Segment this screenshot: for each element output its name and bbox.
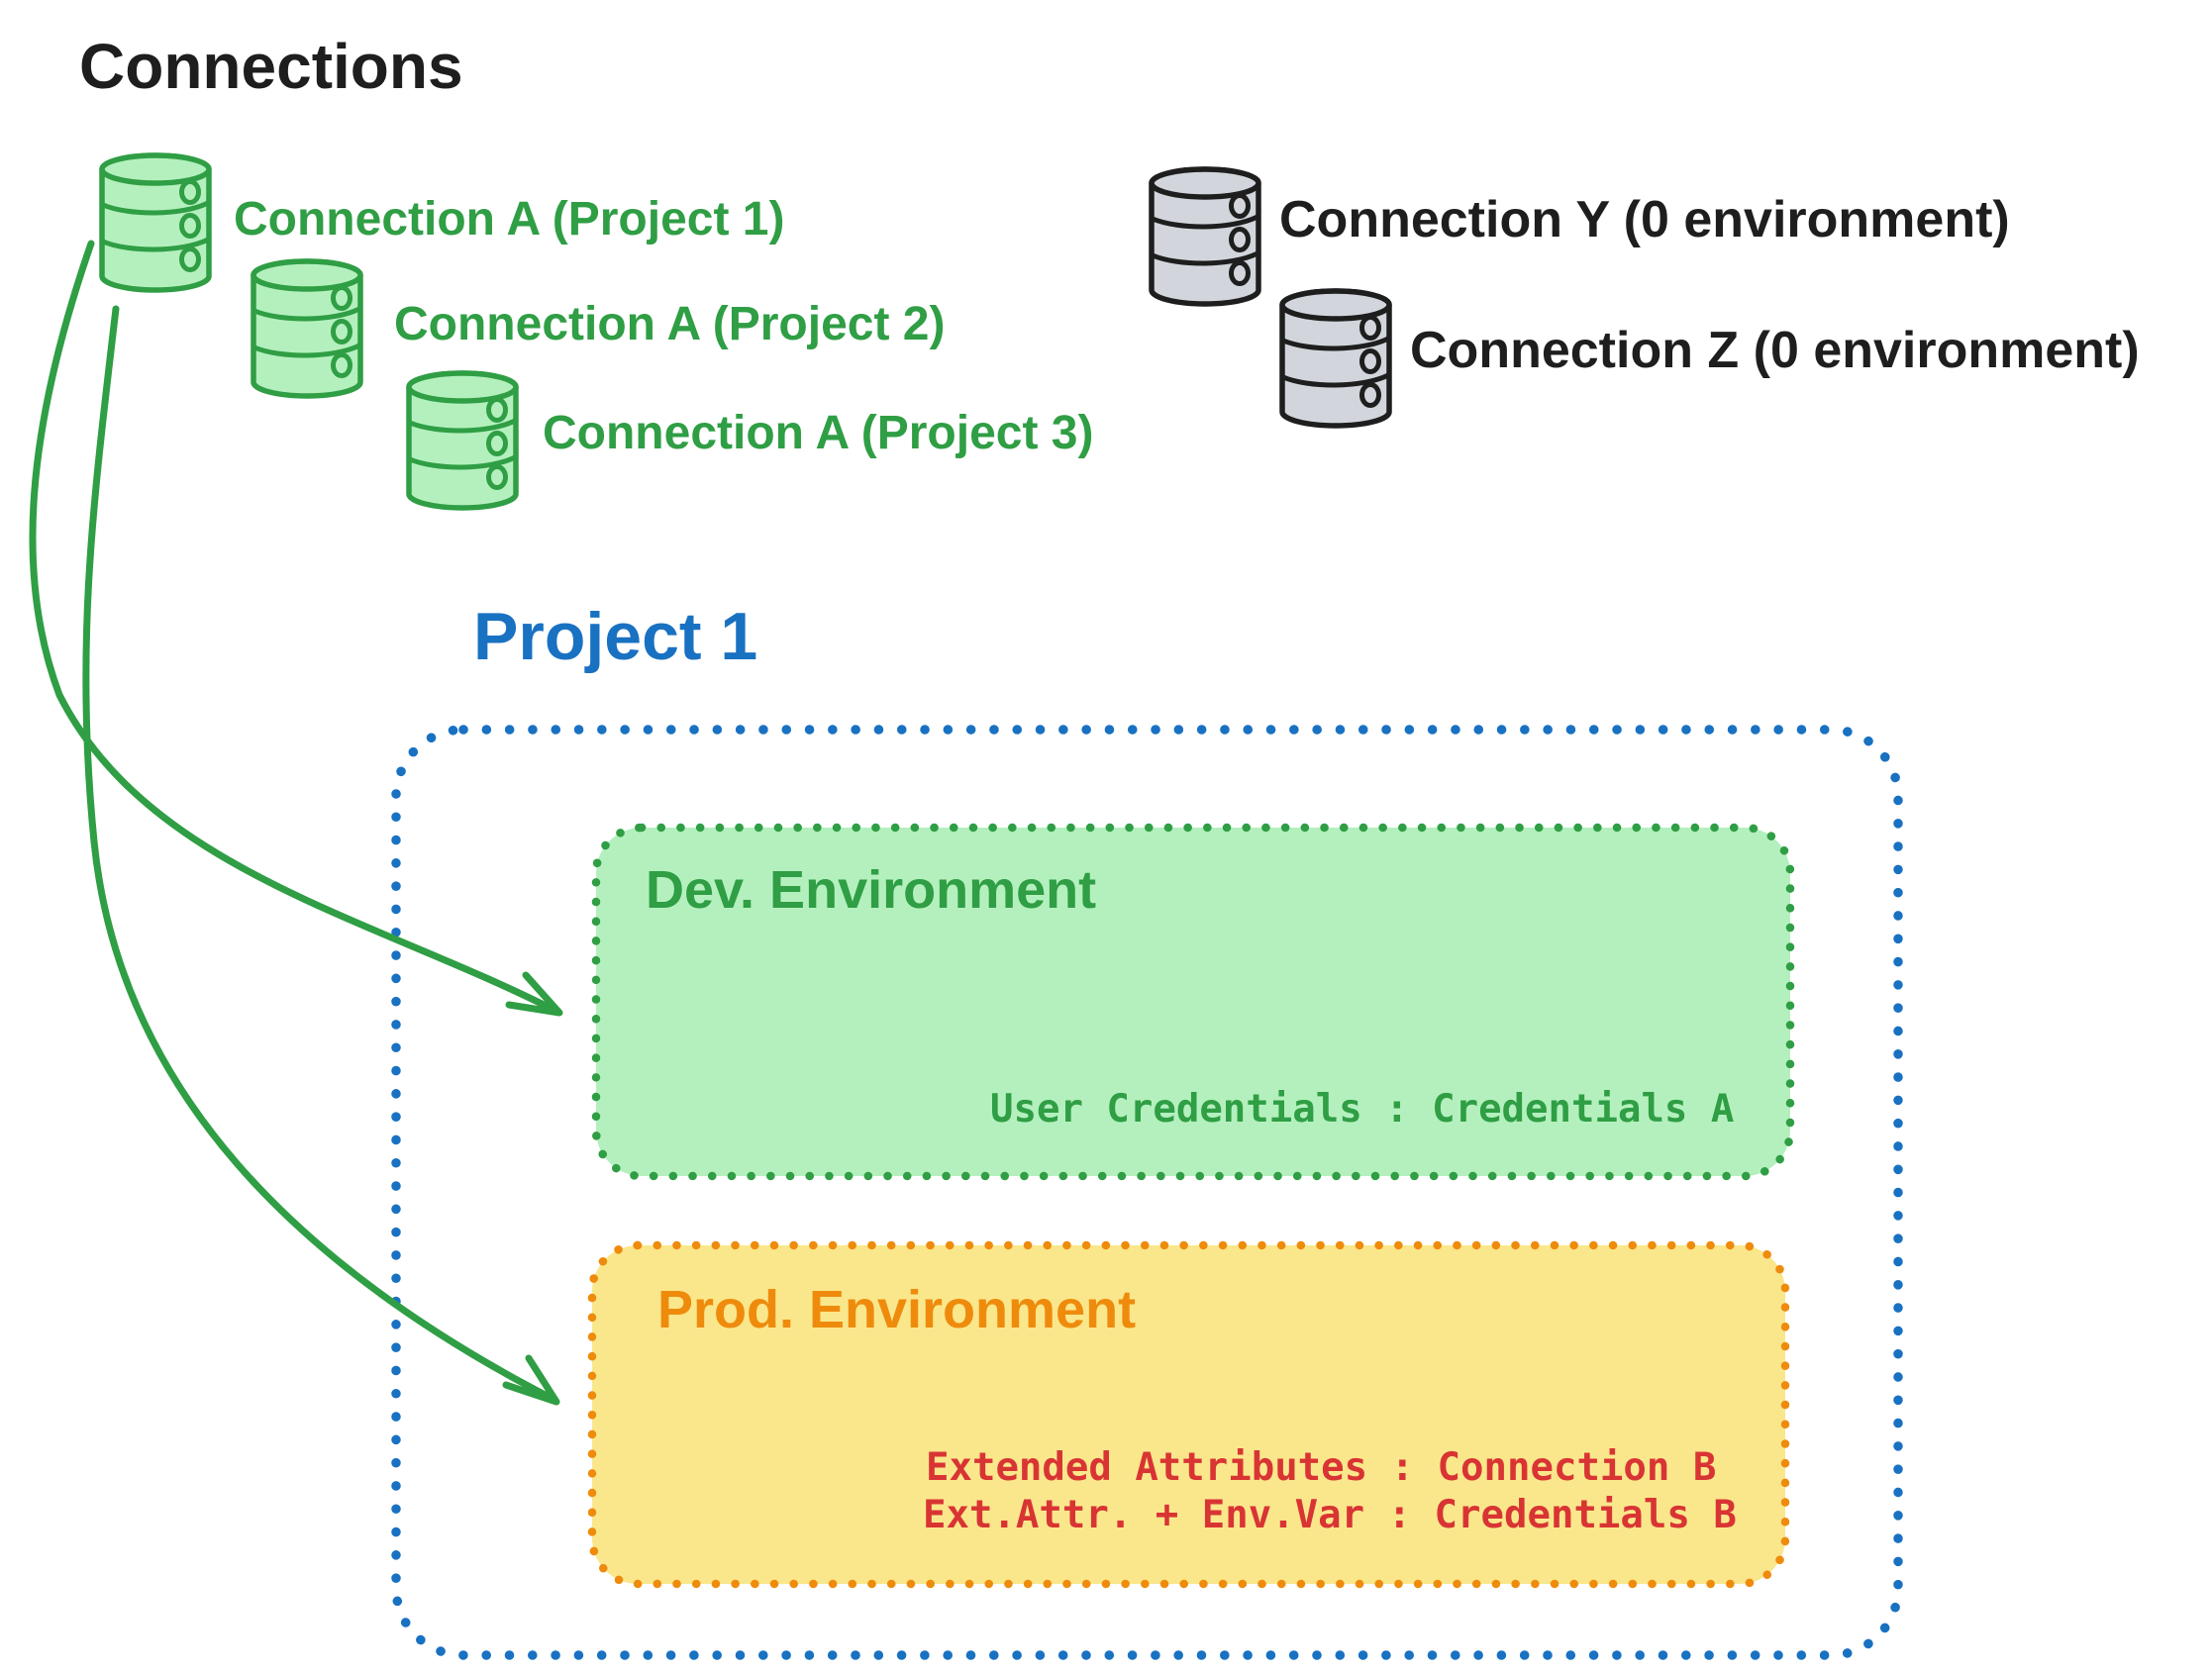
prod-environment-title: Prod. Environment bbox=[657, 1280, 1137, 1339]
project-1-title: Project 1 bbox=[473, 599, 758, 674]
connection-z-label: Connection Z (0 environment) bbox=[1410, 322, 2140, 379]
database-icon-connection-z bbox=[1282, 291, 1389, 426]
arrow-connection-a-to-prod bbox=[82, 305, 560, 1406]
prod-environment-mapping-1: Extended Attributes : Connection B bbox=[926, 1445, 1717, 1490]
project-1-boundary bbox=[391, 725, 1903, 1660]
dev-environment-mapping: User Credentials : Credentials A bbox=[990, 1087, 1735, 1132]
database-icon-connection-a-project-3 bbox=[409, 373, 516, 508]
prod-environment-box bbox=[587, 1240, 1790, 1589]
dev-environment-box bbox=[591, 823, 1795, 1181]
prod-environment-mapping-2: Ext.Attr. + Env.Var : Credentials B bbox=[923, 1493, 1737, 1537]
database-icon-connection-a-project-2 bbox=[253, 261, 360, 396]
connection-y-label: Connection Y (0 environment) bbox=[1279, 191, 2010, 248]
connection-a-project-2-label: Connection A (Project 2) bbox=[394, 298, 946, 350]
arrow-connection-a-to-dev bbox=[29, 240, 563, 1017]
dev-environment-title: Dev. Environment bbox=[646, 860, 1097, 920]
database-icon-connection-a-project-1 bbox=[102, 155, 209, 290]
database-icon-connection-y bbox=[1152, 169, 1258, 304]
diagram-title: Connections bbox=[79, 31, 463, 102]
connection-a-project-1-label: Connection A (Project 1) bbox=[234, 193, 785, 246]
connection-a-project-3-label: Connection A (Project 3) bbox=[543, 407, 1094, 459]
